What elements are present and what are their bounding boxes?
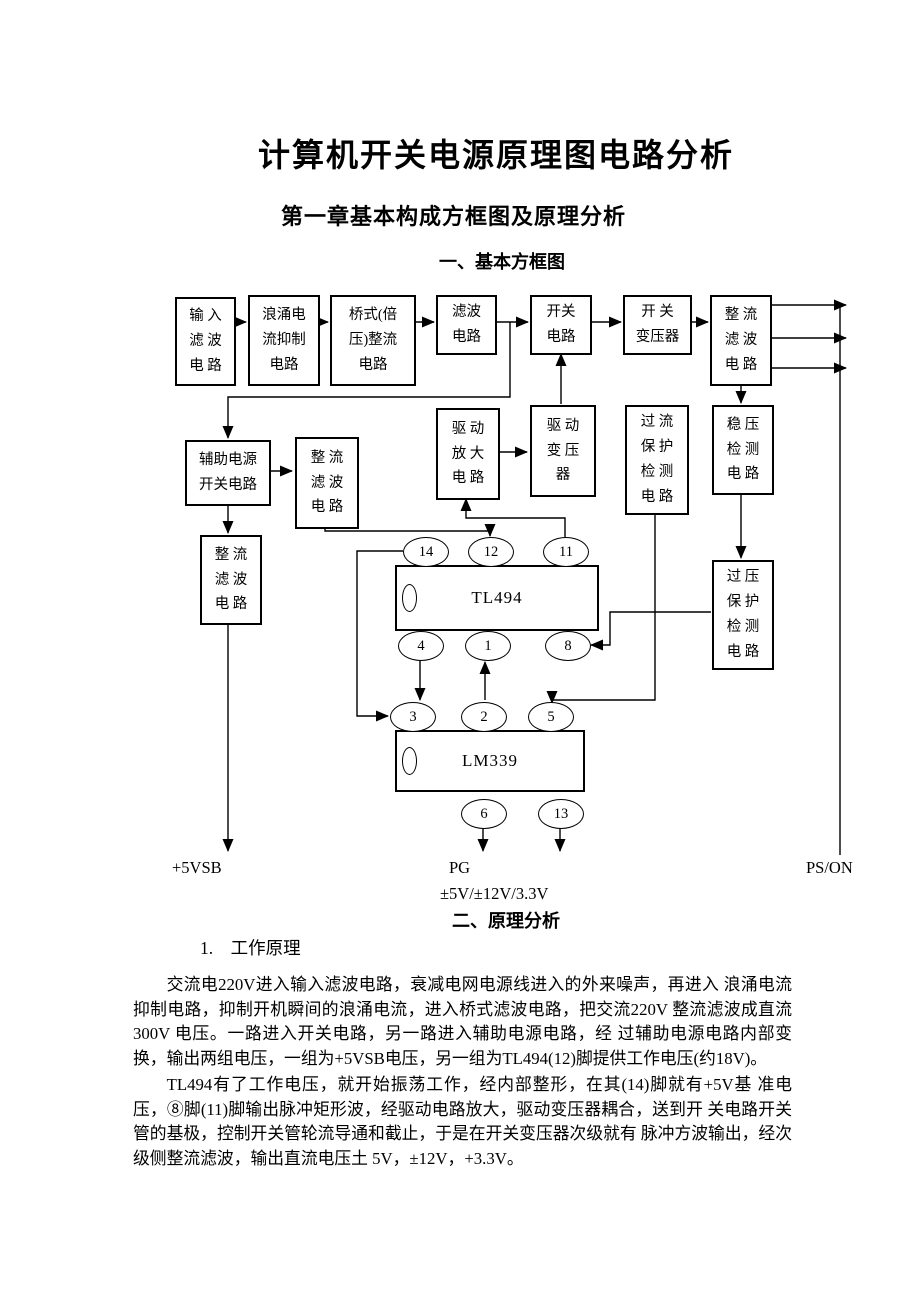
block-switch-circuit: 开关 电路 <box>530 295 592 355</box>
chapter-heading: 第一章基本构成方框图及原理分析 <box>281 204 627 229</box>
block-bridge-rectifier: 桥式(倍 压)整流 电路 <box>330 295 416 386</box>
ic-tl494: TL494 <box>395 565 599 631</box>
block-surge-suppress: 浪涌电 流抑制 电路 <box>248 295 320 386</box>
pin-lm339-13: 13 <box>538 799 584 829</box>
pin-lm339-6: 6 <box>461 799 507 829</box>
pin-tl494-8: 8 <box>545 631 591 661</box>
block-filter: 滤波 电路 <box>436 295 497 355</box>
pin-lm339-2: 2 <box>461 702 507 732</box>
pin-lm339-3: 3 <box>390 702 436 732</box>
label-voltage-rails: ±5V/±12V/3.3V <box>440 884 549 903</box>
block-drive-amplifier: 驱 动 放 大 电 路 <box>436 408 500 500</box>
document-title: 计算机开关电源原理图电路分析 <box>258 137 735 173</box>
block-switch-transformer: 开 关 变压器 <box>623 295 692 355</box>
block-regulation-detect: 稳 压 检 测 电 路 <box>712 405 774 495</box>
subsection-working-principle: 1. 工作原理 <box>200 938 301 958</box>
wire-pin14-to-pin3 <box>356 550 403 722</box>
section-heading-principle: 二、原理分析 <box>452 911 560 931</box>
pin-tl494-12: 12 <box>468 537 514 567</box>
block-rectifier-filter-5vsb: 整 流 滤 波 电 路 <box>200 535 262 625</box>
ic-tl494-label: TL494 <box>471 588 523 607</box>
label-pg-output: PG <box>449 858 471 877</box>
wire-overvoltage-to-pin8 <box>590 611 711 651</box>
pin-tl494-11: 11 <box>543 537 589 567</box>
block-aux-power-switch: 辅助电源 开关电路 <box>185 440 271 506</box>
block-overvoltage-detect: 过 压 保 护 检 测 电 路 <box>712 560 774 670</box>
block-rectifier-filter-output: 整 流 滤 波 电 路 <box>710 295 772 386</box>
ic-notch-icon <box>402 747 417 775</box>
label-pson: PS/ON <box>806 858 853 877</box>
wire-overcurrent-to-pin5 <box>546 511 656 704</box>
pin-tl494-4: 4 <box>398 631 444 661</box>
block-input-filter: 输 入 滤 波 电 路 <box>175 297 236 386</box>
paragraph-working-principle-1: 交流电220V进入输入滤波电路，衰减电网电源线进入的外来噪声，再进入 浪涌电流抑… <box>133 974 792 1069</box>
block-overcurrent-detect: 过 流 保 护 检 测 电 路 <box>625 405 689 515</box>
wire-branch-to-aux <box>222 322 511 439</box>
ic-lm339: LM339 <box>395 730 585 792</box>
paragraph-working-principle-2: TL494有了工作电压，就开始振荡工作，经内部整形，在其(14)脚就有+5V基 … <box>133 1074 792 1169</box>
ic-notch-icon <box>402 584 417 612</box>
pin-tl494-1: 1 <box>465 631 511 661</box>
section-heading-block-diagram: 一、基本方框图 <box>439 252 565 272</box>
wire-pin11-to-drive-amp <box>460 498 566 537</box>
pin-tl494-14: 14 <box>403 537 449 567</box>
block-rectifier-filter-aux: 整 流 滤 波 电 路 <box>295 437 359 529</box>
ic-lm339-label: LM339 <box>462 751 518 770</box>
label-5vsb-output: +5VSB <box>172 858 222 877</box>
block-drive-transformer: 驱 动 变 压 器 <box>530 405 596 497</box>
pin-lm339-5: 5 <box>528 702 574 732</box>
